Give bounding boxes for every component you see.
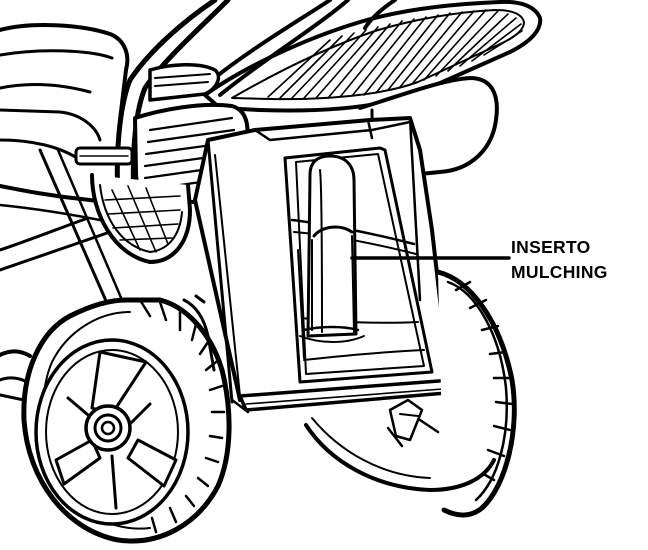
wheel-tread xyxy=(454,280,514,482)
callout-label-line1: INSERTO xyxy=(511,237,591,257)
rear-fan-guard xyxy=(90,173,192,264)
mulching-plug-icon xyxy=(299,154,365,343)
mower-deck xyxy=(0,23,152,386)
bag-mesh xyxy=(267,9,523,99)
rear-wheel-right xyxy=(304,269,517,518)
axle-support xyxy=(0,294,216,402)
wheel-spokes xyxy=(54,350,178,510)
wheel-hub-center xyxy=(84,404,132,452)
wheel-hub-icon xyxy=(386,398,440,448)
height-adjust-lever xyxy=(74,62,221,166)
grass-catcher-bag xyxy=(203,0,543,176)
wheel-icon xyxy=(21,297,232,544)
callout-label-line2: MULCHING xyxy=(511,262,608,282)
